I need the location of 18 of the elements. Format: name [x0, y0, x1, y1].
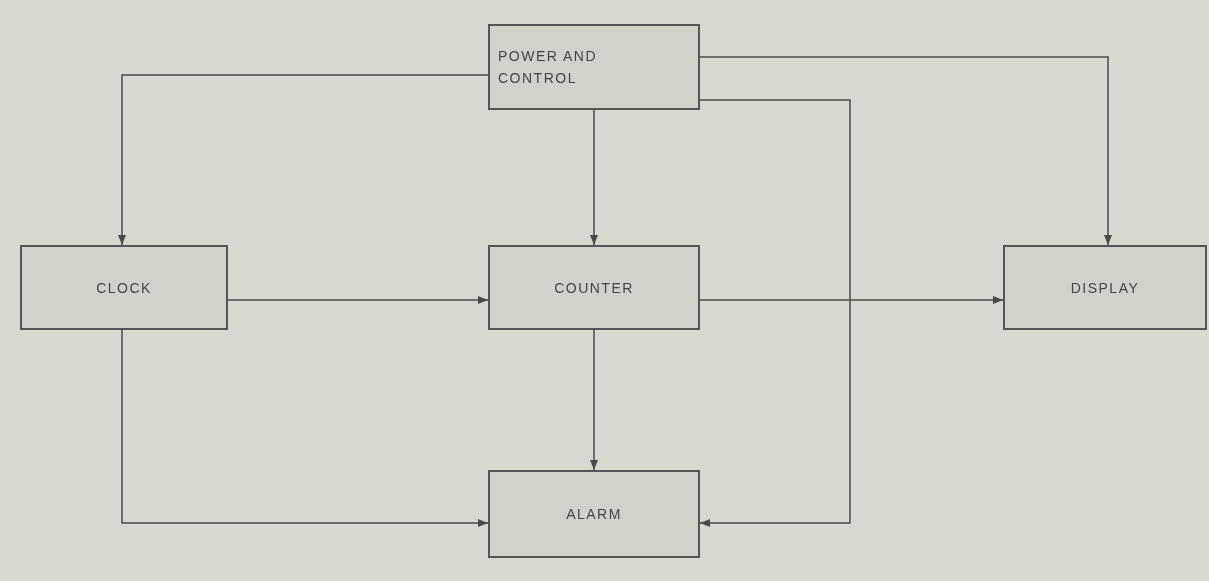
- block-box: [20, 245, 228, 330]
- block-label: COUNTER: [554, 278, 634, 298]
- arrow: [590, 329, 598, 471]
- block-box: [1003, 245, 1207, 330]
- arrow: [227, 296, 489, 304]
- arrow: [590, 109, 598, 246]
- block-label: POWER AND CONTROL: [498, 47, 599, 88]
- arrow: [699, 99, 851, 527]
- arrow: [121, 329, 489, 527]
- block-box: [488, 24, 700, 110]
- block-box: [488, 470, 700, 558]
- block-label: CLOCK: [96, 278, 152, 298]
- block-box: [488, 245, 700, 330]
- block-label: ALARM: [566, 505, 622, 524]
- block-label: DISPLAY: [1070, 278, 1140, 298]
- arrow: [699, 56, 1112, 246]
- arrow: [699, 296, 1004, 304]
- arrow: [118, 74, 489, 246]
